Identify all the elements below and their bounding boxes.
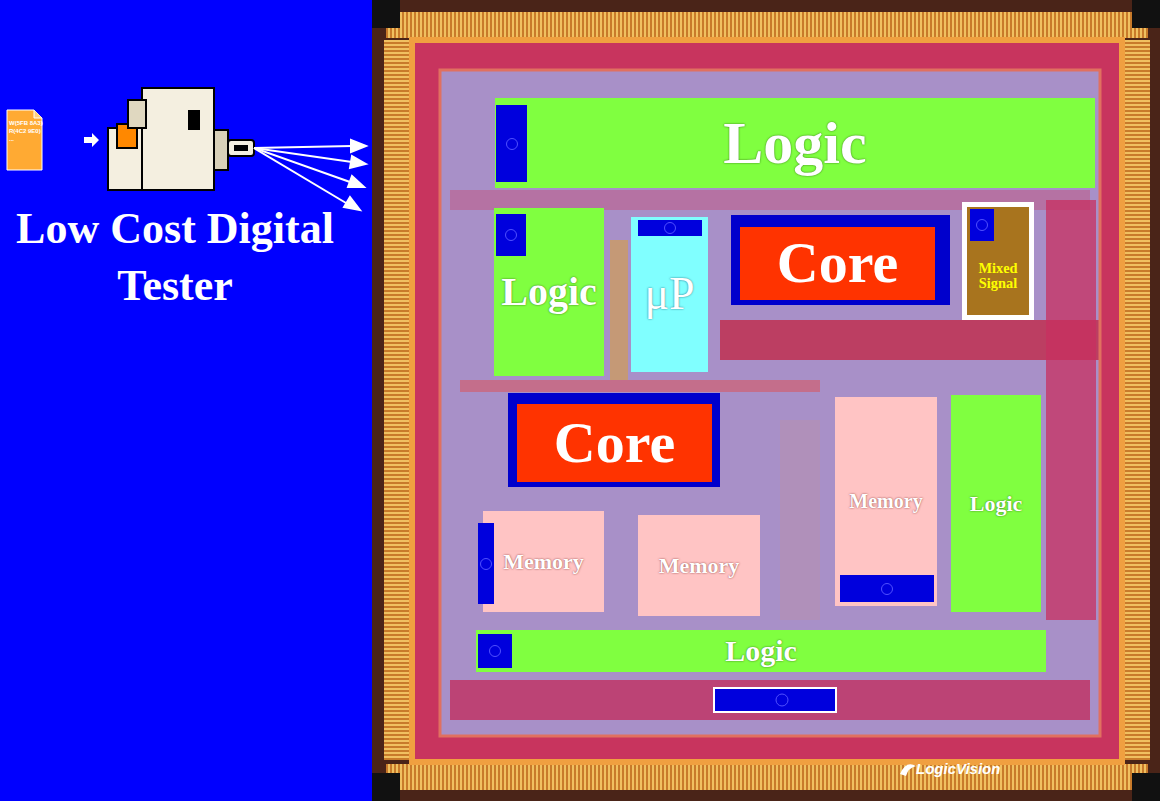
logo-mark bbox=[900, 764, 916, 776]
pattern-text: R(4C2 9E0) bbox=[9, 128, 41, 135]
bist-logo bbox=[881, 583, 893, 595]
logo-text: LogicVision bbox=[916, 761, 1000, 778]
block-label: Logic bbox=[970, 492, 1023, 515]
mixed-signal-block: Mixed Signal bbox=[962, 202, 1034, 320]
bist-logo bbox=[776, 694, 788, 706]
die-streak bbox=[780, 420, 820, 620]
bist-block bbox=[970, 209, 994, 241]
pad-row bbox=[386, 12, 1148, 38]
test-head bbox=[234, 145, 248, 151]
logic-block: Logic bbox=[476, 630, 1046, 672]
bist-logo bbox=[480, 558, 492, 570]
bist-logo bbox=[506, 138, 518, 150]
tester-caption: Low Cost Digital Tester bbox=[15, 200, 335, 314]
block-label: Logic bbox=[725, 635, 797, 667]
tester-cabinet bbox=[142, 88, 214, 190]
block-label: Mixed Signal bbox=[967, 261, 1029, 291]
bist-logo bbox=[489, 645, 501, 657]
logic-block: Logic bbox=[951, 395, 1041, 612]
bist-block bbox=[840, 575, 934, 602]
test-head bbox=[228, 140, 254, 156]
logic-block: Logic bbox=[494, 208, 604, 376]
memory-block: Memory bbox=[835, 397, 937, 606]
bist-logo bbox=[976, 219, 988, 231]
tester-panel bbox=[188, 110, 200, 130]
bist-block bbox=[496, 214, 526, 256]
bist-block bbox=[714, 688, 836, 712]
block-label: μP bbox=[644, 270, 694, 318]
block-label: Core bbox=[554, 413, 675, 474]
die-streak bbox=[720, 320, 1100, 360]
die-corner bbox=[1132, 773, 1160, 801]
bist-block bbox=[496, 105, 527, 182]
pattern-text: W(5FB 8A3) bbox=[9, 120, 43, 127]
probe-arrows bbox=[254, 140, 366, 210]
die-corner bbox=[372, 0, 400, 28]
memory-block: Memory bbox=[638, 515, 760, 616]
die-corner bbox=[1132, 0, 1160, 28]
memory-block: Memory bbox=[483, 511, 604, 612]
bist-block bbox=[478, 634, 512, 668]
tester-cabinet bbox=[128, 100, 146, 128]
bist-logo bbox=[664, 222, 676, 234]
core-block: Core bbox=[508, 393, 720, 487]
block-label: Memory bbox=[503, 550, 584, 573]
block-label: Memory bbox=[849, 491, 922, 512]
flow-arrow bbox=[84, 133, 99, 147]
logic-block: Logic bbox=[495, 98, 1095, 188]
block-label: Logic bbox=[723, 112, 866, 175]
bist-block bbox=[638, 220, 702, 236]
die-frame bbox=[372, 0, 1160, 801]
microprocessor-block: μP bbox=[631, 217, 708, 372]
bist-logo bbox=[505, 229, 517, 241]
block-label: Core bbox=[777, 233, 898, 294]
core-block: Core bbox=[731, 215, 950, 305]
die-streak bbox=[610, 240, 628, 380]
die-streak bbox=[1046, 200, 1096, 620]
die-core bbox=[440, 70, 1100, 736]
bist-block bbox=[478, 523, 494, 604]
die-corner bbox=[372, 773, 400, 801]
pattern-file-icon bbox=[7, 110, 42, 170]
file-corner bbox=[34, 110, 42, 118]
block-label: Logic bbox=[501, 271, 597, 313]
io-ring-edge bbox=[412, 40, 1122, 762]
die-streak bbox=[450, 680, 1090, 720]
block-label: Memory bbox=[659, 554, 740, 577]
tester-side bbox=[214, 130, 228, 170]
pad-row bbox=[1124, 40, 1150, 760]
die-streak bbox=[460, 380, 820, 392]
pattern-text: ... bbox=[9, 136, 14, 143]
io-ring bbox=[412, 40, 1122, 762]
pad-row bbox=[386, 764, 1148, 790]
die-core-edge bbox=[440, 70, 1100, 736]
pad-row bbox=[384, 40, 410, 760]
